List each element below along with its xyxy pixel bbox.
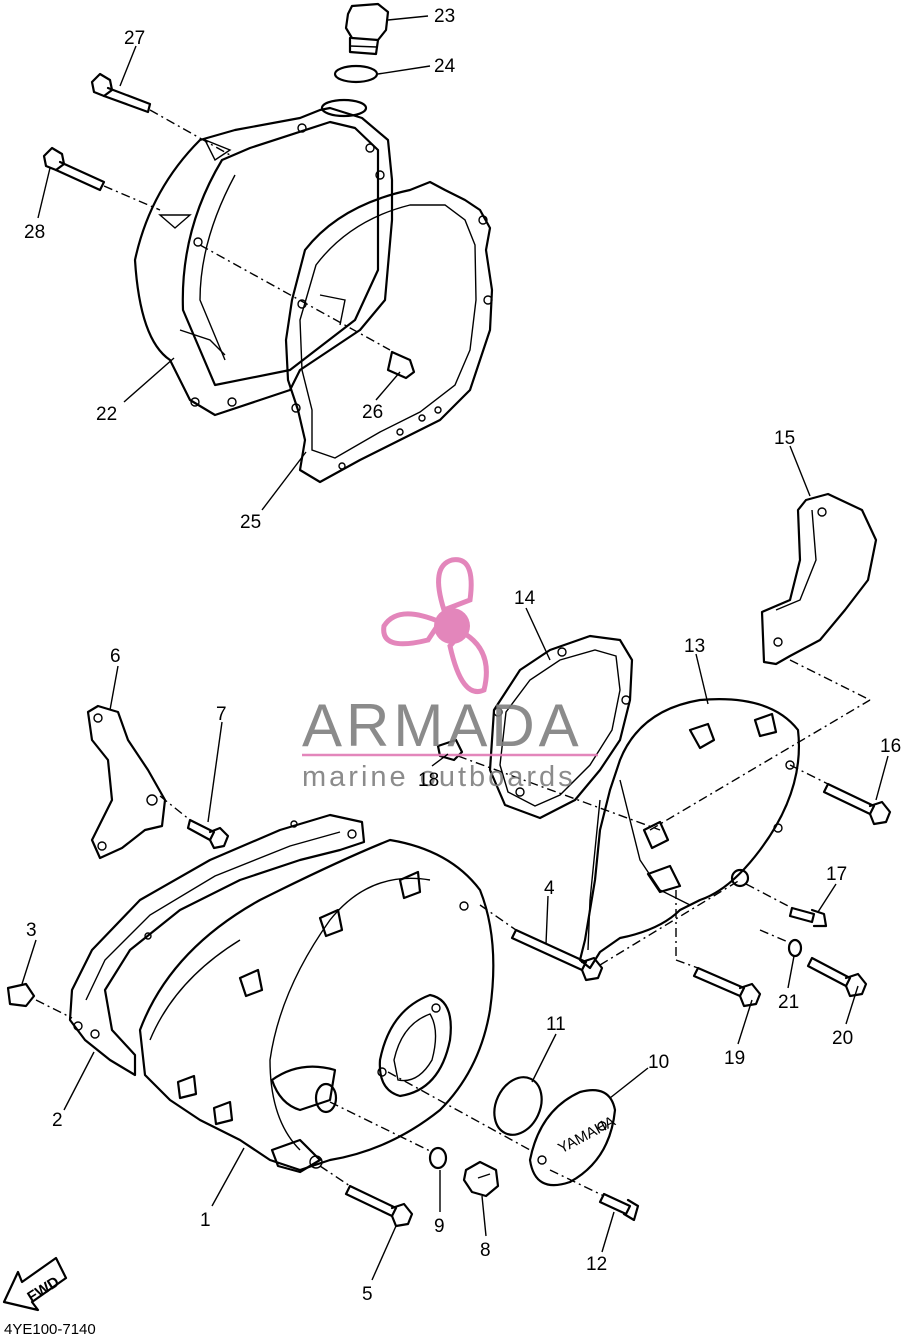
callout-7: 7 <box>216 704 227 725</box>
callout-4: 4 <box>544 878 555 899</box>
bolt-7 <box>186 818 230 850</box>
callout-6: 6 <box>110 646 121 667</box>
bracket-6 <box>86 704 167 860</box>
callout-15: 15 <box>774 428 795 449</box>
callout-1: 1 <box>200 1210 211 1231</box>
cover-plate-10: YAMAHA <box>528 1089 618 1187</box>
gasket-2 <box>68 813 366 1077</box>
callout-12: 12 <box>586 1254 607 1275</box>
crankcase-cover-1 <box>138 838 495 1174</box>
callout-14: 14 <box>514 588 536 609</box>
callout-26: 26 <box>362 402 383 423</box>
gasket-25 <box>284 180 494 484</box>
screw-12 <box>598 1192 640 1222</box>
diagram-code: 4YE100-7140 <box>4 1321 96 1338</box>
bolt-28 <box>42 146 106 192</box>
dowel-pin-26 <box>386 350 416 380</box>
armada-watermark: ARMADA marine outboards <box>302 557 598 793</box>
callout-10: 10 <box>648 1052 669 1073</box>
callout-25: 25 <box>240 512 261 533</box>
bolt-17 <box>788 906 828 928</box>
propeller-logo <box>381 557 489 694</box>
callout-20: 20 <box>832 1028 853 1049</box>
bolt-27 <box>90 72 152 114</box>
crankcase-cover-housing <box>133 98 394 417</box>
alignment-lines <box>35 109 871 1197</box>
filler-cap <box>344 2 390 56</box>
bolt-4 <box>510 928 604 982</box>
fwd-arrow: FWD <box>2 1256 68 1312</box>
callout-8: 8 <box>480 1240 491 1261</box>
bolt-19 <box>692 966 762 1008</box>
callout-19: 19 <box>724 1048 745 1069</box>
callout-22: 22 <box>96 404 117 425</box>
callout-18: 18 <box>418 770 439 791</box>
callout-21: 21 <box>778 992 799 1013</box>
bolt-5 <box>344 1184 414 1228</box>
callout-numbers: 1 2 3 4 5 6 7 8 9 10 11 12 13 14 15 16 1… <box>24 6 901 1305</box>
bolt-16 <box>822 782 892 826</box>
callout-16: 16 <box>880 736 901 757</box>
washer-21 <box>787 938 803 958</box>
bracket-15 <box>760 492 878 666</box>
callout-24: 24 <box>434 56 456 77</box>
o-ring-11 <box>493 1076 543 1136</box>
leader-lines <box>21 15 889 1281</box>
washer-9 <box>428 1146 448 1170</box>
callout-11: 11 <box>546 1014 566 1035</box>
callout-5: 5 <box>362 1284 373 1305</box>
callout-9: 9 <box>434 1216 445 1237</box>
callout-28: 28 <box>24 222 45 243</box>
gasket-14 <box>488 634 634 820</box>
plug-8 <box>462 1160 500 1198</box>
watermark-title: ARMADA <box>302 692 583 759</box>
cover-13 <box>578 698 800 970</box>
fwd-label: FWD <box>24 1273 62 1306</box>
callout-27: 27 <box>124 28 145 49</box>
callout-3: 3 <box>26 920 37 941</box>
o-ring-24 <box>333 64 379 84</box>
watermark-subtitle: marine outboards <box>302 761 576 793</box>
callout-13: 13 <box>684 636 705 657</box>
callout-2: 2 <box>52 1110 63 1131</box>
callout-23: 23 <box>434 6 455 27</box>
bolt-20 <box>806 956 868 998</box>
dowel-3 <box>6 982 36 1008</box>
callout-17: 17 <box>826 864 847 885</box>
